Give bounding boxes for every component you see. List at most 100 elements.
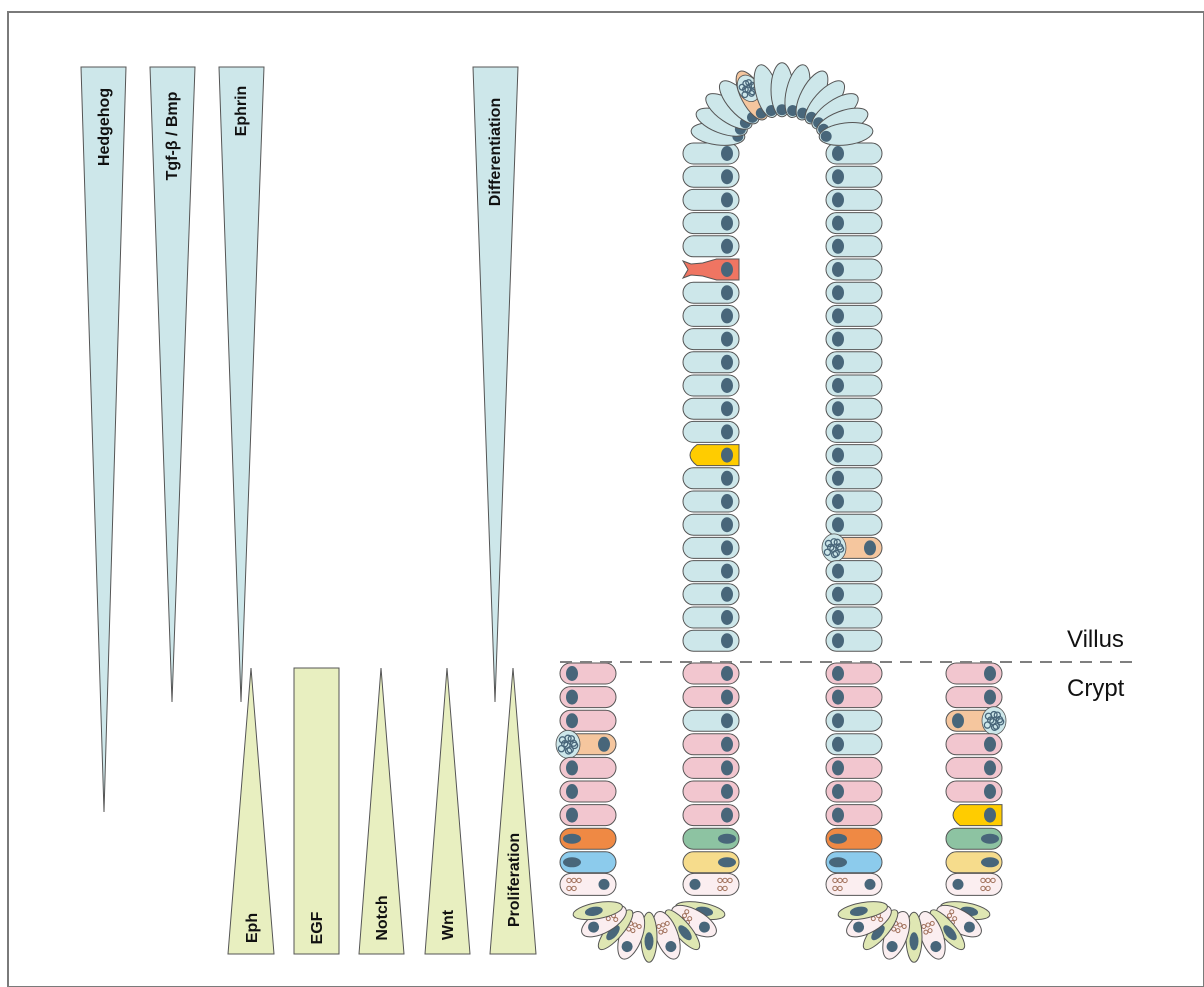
cell-paneth <box>826 873 882 895</box>
nucleus <box>721 471 733 486</box>
cell-ta <box>683 781 739 802</box>
nucleus <box>832 666 844 681</box>
cell-goblet <box>822 534 882 562</box>
proliferation-label: Proliferation <box>506 833 523 927</box>
cell-blue <box>826 398 882 419</box>
cell-blue <box>683 375 739 396</box>
cell-blue <box>683 189 739 210</box>
nucleus <box>832 690 844 705</box>
cell-ta <box>683 687 739 708</box>
nucleus <box>832 610 844 625</box>
nucleus <box>832 633 844 648</box>
nucleus <box>721 448 733 463</box>
cell-goblet <box>556 730 616 758</box>
nucleus <box>984 666 996 681</box>
cell-ta <box>826 663 882 684</box>
crypt-label: Crypt <box>1067 675 1125 702</box>
nucleus <box>832 239 844 254</box>
cell-blue <box>683 537 739 558</box>
cell-blue <box>683 421 739 442</box>
cell-blue <box>826 259 882 280</box>
nucleus <box>832 378 844 393</box>
cell-blue <box>826 734 882 755</box>
nucleus <box>690 879 701 890</box>
cell-blue <box>826 630 882 651</box>
cell-blue <box>683 166 739 187</box>
nucleus <box>832 737 844 752</box>
cell-prog_orange <box>826 828 882 849</box>
nucleus <box>832 285 844 300</box>
cell-blue <box>683 236 739 257</box>
nucleus <box>721 355 733 370</box>
cell-blue <box>683 213 739 234</box>
nucleus <box>721 216 733 231</box>
nucleus <box>721 262 733 277</box>
cell-ta <box>826 805 882 826</box>
cell-blue <box>826 445 882 466</box>
nucleus <box>721 610 733 625</box>
nucleus <box>721 737 733 752</box>
nucleus <box>952 713 964 728</box>
cell-prog_orange <box>560 828 616 849</box>
cell-ta <box>560 663 616 684</box>
nucleus <box>721 401 733 416</box>
cell-blue <box>826 607 882 628</box>
nucleus <box>865 879 876 890</box>
nucleus <box>563 857 581 867</box>
nucleus <box>832 355 844 370</box>
cell-blue <box>683 584 739 605</box>
nucleus <box>981 857 999 867</box>
cell-blue <box>683 143 739 164</box>
cell-eec <box>690 445 739 466</box>
cell-ta <box>946 687 1002 708</box>
cell-ta <box>946 734 1002 755</box>
nucleus <box>721 808 733 823</box>
cell-goblet <box>946 707 1006 735</box>
nucleus <box>832 216 844 231</box>
cell-blue <box>826 282 882 303</box>
nucleus <box>721 378 733 393</box>
cell-blue <box>826 468 882 489</box>
tgf-bmp-label: Tgf-β / Bmp <box>164 91 181 180</box>
cell-blue <box>826 710 882 731</box>
cell-prog_yellow <box>946 852 1002 873</box>
cell-blue <box>683 282 739 303</box>
cell-blue <box>826 213 882 234</box>
nucleus <box>984 690 996 705</box>
cell-paneth <box>560 873 616 895</box>
cell-prog_yellow <box>683 852 739 873</box>
egf-label: EGF <box>309 911 326 944</box>
differentiation-label: Differentiation <box>487 98 504 206</box>
cell-ta <box>683 805 739 826</box>
cell-ta <box>946 781 1002 802</box>
cell-blue <box>826 421 882 442</box>
nucleus <box>832 308 844 323</box>
nucleus <box>910 932 919 950</box>
nucleus <box>721 285 733 300</box>
nucleus <box>832 808 844 823</box>
cell-blue <box>826 561 882 582</box>
cell-blue <box>826 189 882 210</box>
nucleus <box>984 737 996 752</box>
nucleus <box>566 713 578 728</box>
nucleus <box>721 494 733 509</box>
cell-prog_blue <box>560 852 616 873</box>
villus-label: Villus <box>1067 626 1124 653</box>
cell-ta <box>683 757 739 778</box>
ephrin-label: Ephrin <box>233 86 250 137</box>
cell-blue <box>683 398 739 419</box>
nucleus <box>721 239 733 254</box>
nucleus <box>832 713 844 728</box>
nucleus <box>721 540 733 555</box>
nucleus <box>832 192 844 207</box>
cell-blue <box>826 352 882 373</box>
cell-ta <box>560 710 616 731</box>
nucleus <box>721 517 733 532</box>
cell-prog_green <box>946 828 1002 849</box>
cell-ta <box>560 805 616 826</box>
cell-blue <box>683 352 739 373</box>
cell-blue <box>683 607 739 628</box>
cell-blue <box>826 236 882 257</box>
nucleus <box>721 587 733 602</box>
